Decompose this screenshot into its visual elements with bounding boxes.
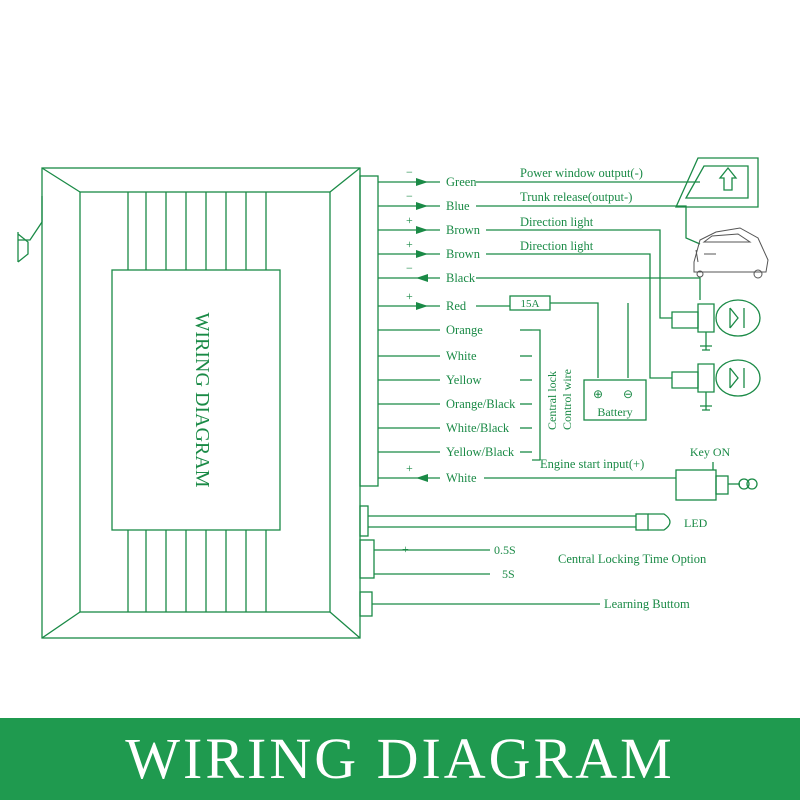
wire-arrow (416, 250, 428, 258)
wire-row: White/Black (378, 421, 510, 435)
banner-title: WIRING DIAGRAM (125, 726, 675, 791)
wire-function: Engine start input(+) (540, 457, 644, 471)
route-line (486, 253, 672, 379)
wire-arrow (416, 302, 428, 310)
wire-route: Direction light (486, 215, 672, 319)
wire-label: White/Black (446, 421, 510, 435)
wire-sign: − (406, 261, 413, 275)
central-lock-label: Central lock (545, 371, 559, 430)
key-label: Key ON (690, 445, 731, 459)
wire-label: Brown (446, 223, 481, 237)
wire-row: Orange (378, 323, 483, 337)
wire-route: Engine start input(+) (484, 457, 676, 479)
key-switch-icon: Key ON (675, 445, 758, 501)
wire-label: White (446, 471, 477, 485)
battery-minus: ⊖ (623, 387, 633, 401)
learning-button: Learning Buttom (372, 597, 690, 611)
control-wire-label: Control wire (560, 369, 574, 430)
wire-arrow (416, 226, 428, 234)
wire-row: White (378, 349, 477, 363)
wire-label: Black (446, 271, 476, 285)
wire-row: − Green (378, 165, 477, 189)
wire-route: Trunk release(output-) (476, 190, 701, 245)
battery-label: Battery (597, 405, 632, 419)
power-window-icon (674, 157, 759, 208)
time-minus-sign: − (402, 567, 409, 581)
wire-label: Blue (446, 199, 470, 213)
wire-route: Direction light (486, 239, 672, 379)
antenna-icon (17, 196, 43, 263)
wire-function: Direction light (520, 239, 594, 253)
wire-sign: − (406, 165, 413, 179)
fuse: 15A (509, 295, 599, 378)
wire-sign: + (406, 237, 413, 251)
learning-label: Learning Buttom (604, 597, 690, 611)
wire-label: Brown (446, 247, 481, 261)
wire-function: Direction light (520, 215, 594, 229)
wire-row: − Black (378, 261, 476, 285)
wire-row: Orange/Black (378, 397, 516, 411)
wire-arrow (416, 202, 428, 210)
wire-row: + Brown (378, 237, 481, 261)
wire-label: Yellow/Black (446, 445, 515, 459)
wire-sign: + (406, 461, 413, 475)
wire-function: Trunk release(output-) (520, 190, 632, 204)
led-label: LED (684, 516, 708, 530)
car-trunk-icon (693, 227, 769, 279)
wire-row: Yellow/Black (378, 445, 515, 459)
wire-label: Orange (446, 323, 483, 337)
time-option-label: Central Locking Time Option (558, 552, 707, 566)
route-line (476, 205, 701, 245)
control-module: WIRING DIAGRAM (41, 167, 379, 639)
wire-function: Power window output(-) (520, 166, 643, 180)
wire-route: Power window output(-) (476, 166, 700, 183)
battery-icon: ⊕ ⊖ Battery (583, 303, 647, 421)
wire-sign: + (406, 213, 413, 227)
battery-plus: ⊕ (593, 387, 603, 401)
wire-row: + Brown (378, 213, 481, 237)
route-line (476, 277, 701, 300)
wire-label: Red (446, 299, 467, 313)
direction-light-icon (671, 359, 761, 411)
wire-label: Orange/Black (446, 397, 516, 411)
module-title: WIRING DIAGRAM (191, 313, 213, 488)
wire-label: Yellow (446, 373, 482, 387)
wire-sign: + (406, 289, 413, 303)
time-plus-sign: + (402, 542, 409, 556)
wire-arrow (416, 274, 428, 282)
wire-arrow (416, 474, 428, 482)
route-line (486, 229, 672, 319)
fuse-label: 15A (521, 298, 540, 310)
time-value-plus: 0.5S (494, 543, 516, 557)
led-icon: LED (368, 513, 708, 531)
time-option: + − 0.5S 5S Central Locking Time Option (374, 542, 707, 581)
wire-list: − Green − Blue + Brown + Brown − Black + RedOrangeW… (378, 165, 701, 485)
title-banner: WIRING DIAGRAM (0, 718, 800, 800)
wire-row: + Red (378, 289, 467, 313)
wire-row: − Blue (378, 189, 470, 213)
wire-label: Green (446, 175, 477, 189)
wire-arrow (416, 178, 428, 186)
direction-light-icon (671, 299, 761, 351)
time-value-minus: 5S (502, 567, 515, 581)
wire-label: White (446, 349, 477, 363)
wire-row: + White (378, 461, 477, 485)
wire-sign: − (406, 189, 413, 203)
wire-row: Yellow (378, 373, 482, 387)
